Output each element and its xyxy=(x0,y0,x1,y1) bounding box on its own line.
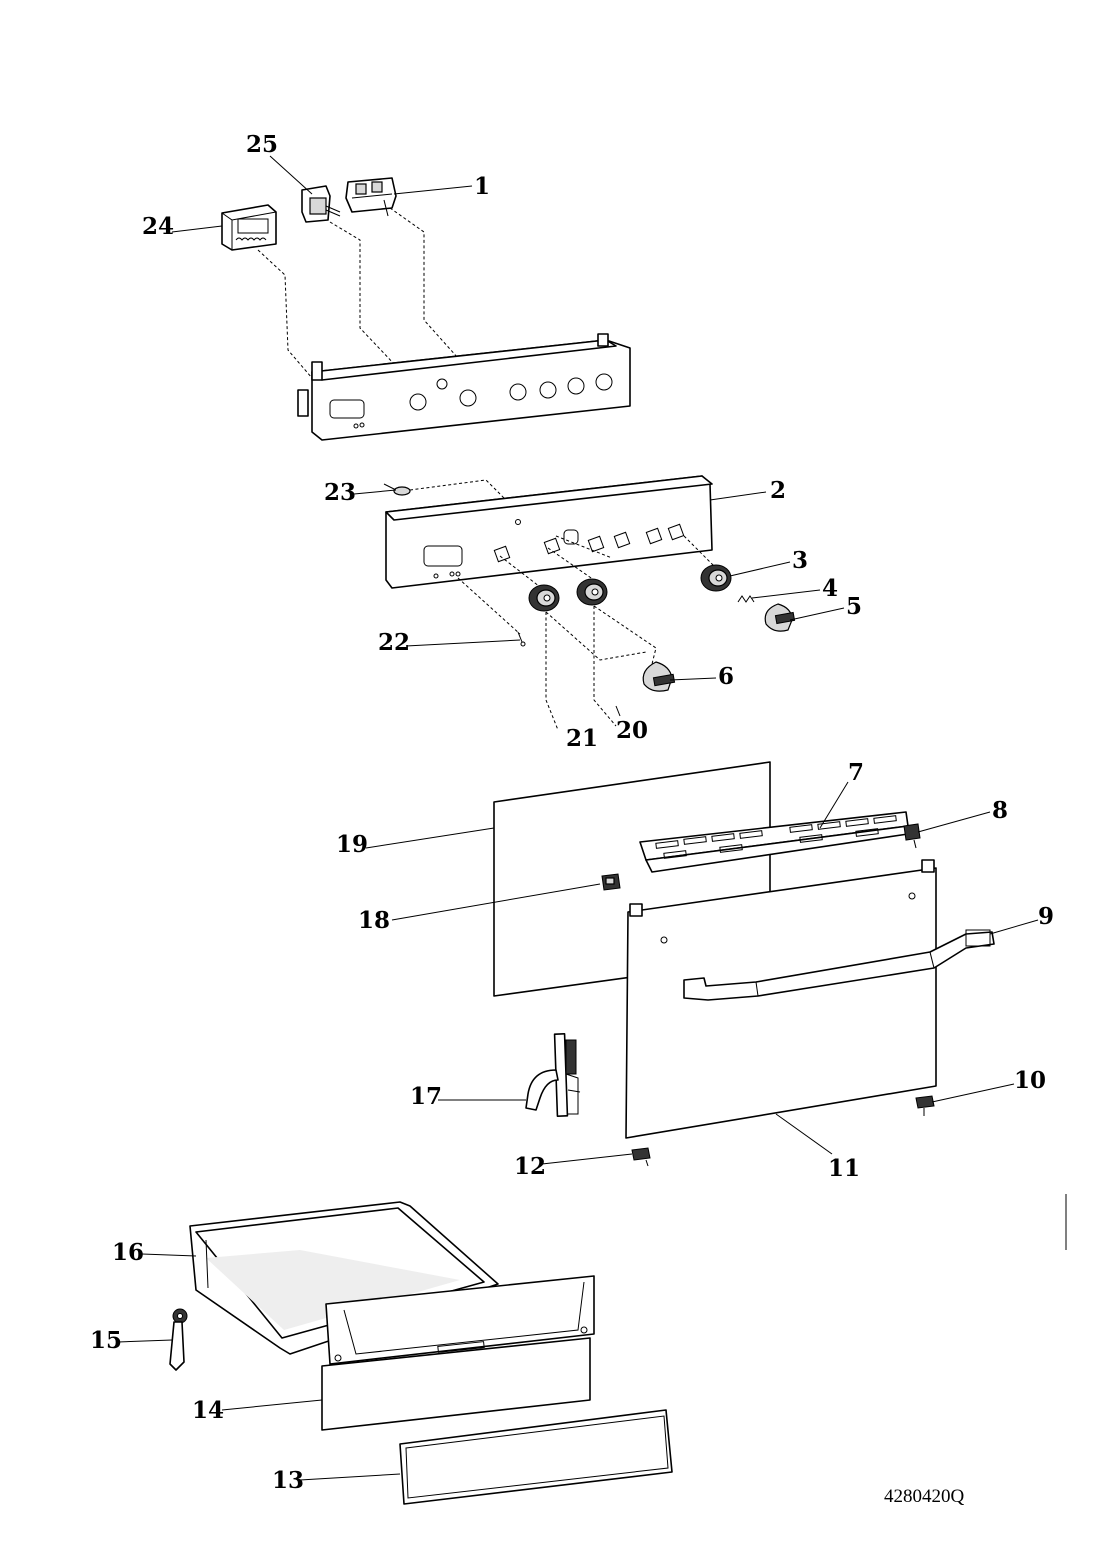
callout-3: 3 xyxy=(792,547,808,574)
part-10-hinge-bracket xyxy=(915,1095,935,1116)
part-12-hinge-bracket xyxy=(631,1147,651,1167)
part-23-bulb xyxy=(383,483,411,496)
callout-20: 20 xyxy=(616,717,648,744)
callout-16: 16 xyxy=(112,1239,144,1266)
part-16-storage-drawer xyxy=(189,1201,499,1355)
callout-1: 1 xyxy=(474,173,490,200)
callout-6: 6 xyxy=(718,663,734,690)
callout-15: 15 xyxy=(90,1327,122,1354)
part-25-switch xyxy=(301,185,341,223)
part-6-knob xyxy=(642,661,676,692)
callout-25: 25 xyxy=(246,131,278,158)
part-17-door-hinge xyxy=(525,1033,581,1117)
callout-23: 23 xyxy=(324,479,356,506)
part-5-knob xyxy=(764,603,796,632)
callout-18: 18 xyxy=(358,907,390,934)
callout-4: 4 xyxy=(822,575,838,602)
part-11-outer-door xyxy=(625,859,937,1139)
callout-12: 12 xyxy=(514,1153,546,1180)
part-20-knob-bezel xyxy=(576,578,608,606)
part-24-timer xyxy=(221,204,277,251)
callout-24: 24 xyxy=(142,213,174,240)
callout-7: 7 xyxy=(848,759,864,786)
part-1-thermostat xyxy=(345,177,397,217)
control-frame xyxy=(297,333,631,441)
part-22-screw xyxy=(517,631,526,647)
part-4-spring xyxy=(737,595,755,603)
callout-22: 22 xyxy=(378,629,410,656)
part-13-drawer-cover xyxy=(399,1409,673,1505)
callout-13: 13 xyxy=(272,1467,304,1494)
part-21-knob-bezel xyxy=(528,584,560,612)
callout-11: 11 xyxy=(828,1155,860,1182)
part-9-door-handle xyxy=(683,929,995,1001)
callout-10: 10 xyxy=(1014,1067,1046,1094)
part-2-control-panel xyxy=(385,475,713,589)
document-code: 4280420Q xyxy=(884,1486,965,1507)
part-14-drawer-front xyxy=(321,1275,595,1431)
part-3-knob-bezel xyxy=(700,564,732,592)
callout-14: 14 xyxy=(192,1397,224,1424)
callout-2: 2 xyxy=(770,477,786,504)
callout-8: 8 xyxy=(992,797,1008,824)
leader-lines xyxy=(117,155,1039,1481)
callout-9: 9 xyxy=(1038,903,1054,930)
callout-19: 19 xyxy=(336,831,368,858)
callout-21: 21 xyxy=(566,725,598,752)
part-8-hinge-clip xyxy=(903,823,921,849)
part-15-drawer-bracket xyxy=(169,1308,188,1371)
callout-5: 5 xyxy=(846,593,862,620)
callout-labels: 1 2 3 4 5 6 7 8 9 10 11 12 13 14 15 16 1… xyxy=(90,131,1054,1494)
part-18-clip xyxy=(601,873,621,891)
callout-17: 17 xyxy=(410,1083,442,1110)
